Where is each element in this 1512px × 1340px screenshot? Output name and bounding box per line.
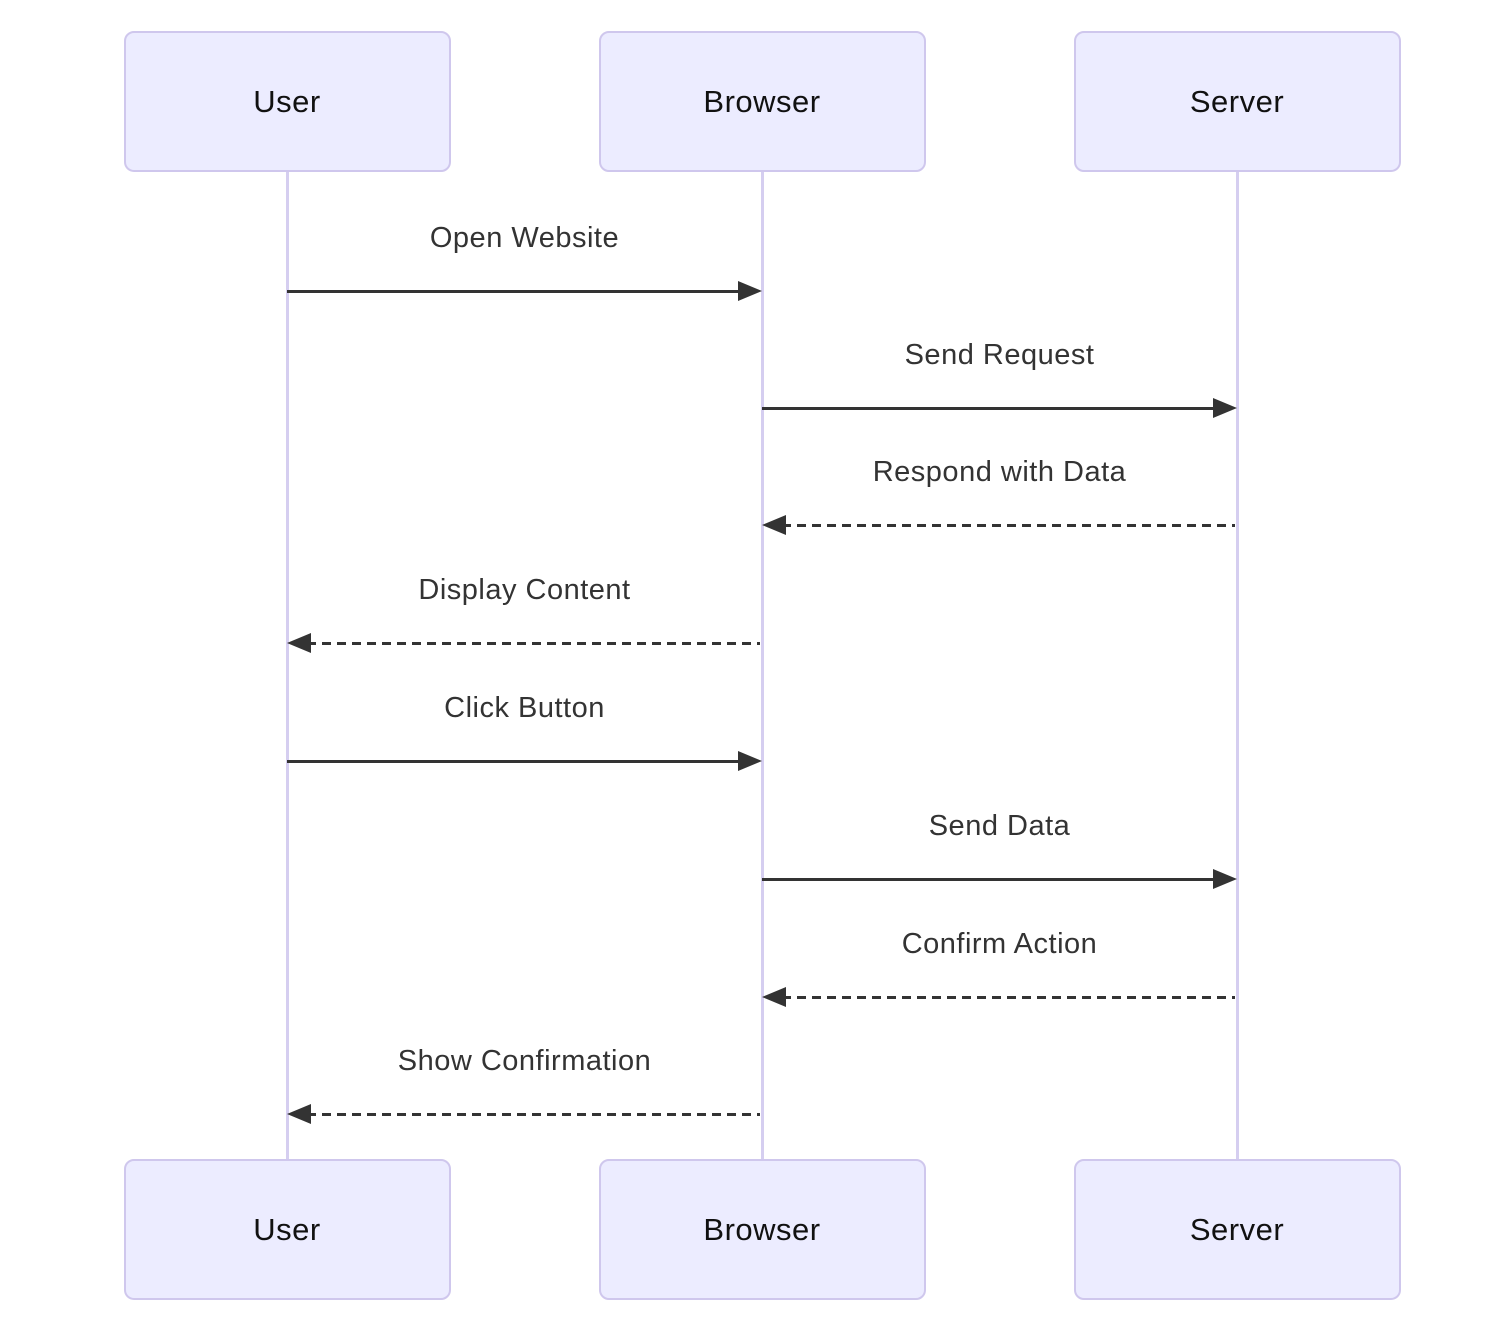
actor-box-user-bottom: User bbox=[123, 1159, 451, 1300]
lifeline-browser bbox=[760, 170, 764, 1161]
arrowhead-icon bbox=[1213, 869, 1237, 889]
message-click-button-label: Click Button bbox=[444, 692, 605, 724]
message-display-content-label: Display Content bbox=[418, 574, 631, 606]
message-send-request-label: Send Request bbox=[904, 339, 1095, 371]
message-open-website-arrow bbox=[287, 289, 740, 293]
message-show-confirmation-label: Show Confirmation bbox=[397, 1045, 652, 1077]
actor-box-browser-top: Browser bbox=[598, 31, 926, 172]
arrowhead-icon bbox=[738, 751, 762, 771]
actor-label-user: User bbox=[253, 83, 321, 119]
lifeline-user bbox=[285, 170, 289, 1161]
actor-label-server: Server bbox=[1189, 1211, 1285, 1247]
arrowhead-icon bbox=[1213, 398, 1237, 418]
message-respond-with-data-arrow bbox=[782, 523, 1235, 527]
message-send-data-label: Send Data bbox=[928, 810, 1071, 842]
message-confirm-action-label: Confirm Action bbox=[901, 928, 1098, 960]
actor-box-browser-bottom: Browser bbox=[598, 1159, 926, 1300]
message-display-content-arrow bbox=[307, 641, 760, 645]
message-send-data-arrow bbox=[762, 877, 1215, 881]
actor-box-server-bottom: Server bbox=[1073, 1159, 1401, 1300]
arrowhead-icon bbox=[738, 281, 762, 301]
message-respond-with-data-label: Respond with Data bbox=[872, 456, 1127, 488]
lifeline-server bbox=[1235, 170, 1239, 1161]
message-show-confirmation-arrow bbox=[307, 1112, 760, 1116]
actor-label-browser: Browser bbox=[703, 1211, 821, 1247]
arrowhead-icon bbox=[762, 515, 786, 535]
actor-label-browser: Browser bbox=[703, 83, 821, 119]
arrowhead-icon bbox=[287, 1104, 311, 1124]
message-click-button-arrow bbox=[287, 759, 740, 763]
actor-label-server: Server bbox=[1189, 83, 1285, 119]
message-send-request-arrow bbox=[762, 406, 1215, 410]
actor-box-server-top: Server bbox=[1073, 31, 1401, 172]
arrowhead-icon bbox=[287, 633, 311, 653]
actor-box-user-top: User bbox=[123, 31, 451, 172]
actor-label-user: User bbox=[253, 1211, 321, 1247]
message-open-website-label: Open Website bbox=[429, 222, 620, 254]
message-confirm-action-arrow bbox=[782, 995, 1235, 999]
arrowhead-icon bbox=[762, 987, 786, 1007]
